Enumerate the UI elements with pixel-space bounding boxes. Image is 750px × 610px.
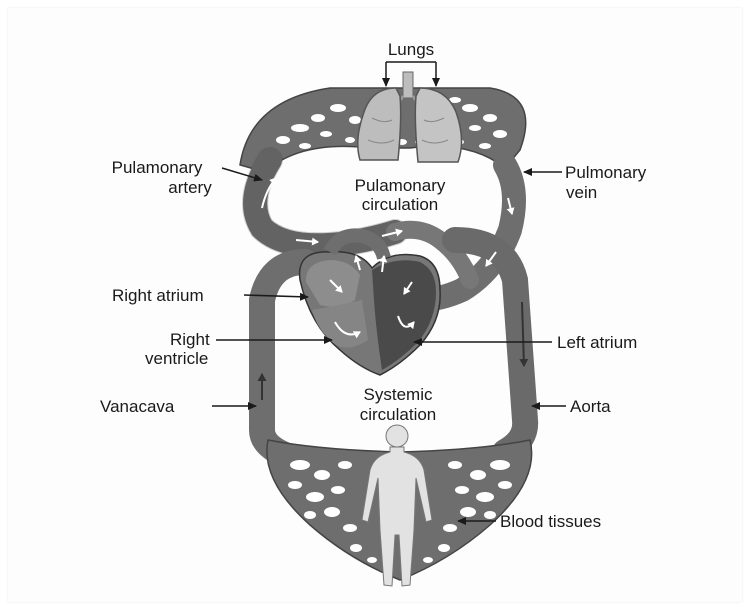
right-atrium-label: Right atrium [112, 286, 204, 305]
pulmonary-circulation-label-group: Pulamonary circulation [355, 176, 446, 214]
systemic-circulation-label-group: Systemic circulation [360, 385, 437, 424]
right-ventricle-label-group: Right ventricle [145, 330, 332, 368]
pulmonary-artery-label-line2: artery [168, 178, 212, 197]
blood-tissues-label: Blood tissues [500, 512, 601, 531]
pulmonary-vein-label-line2: vein [566, 183, 597, 202]
vena-cava-label-group: Vanacava [100, 397, 256, 416]
right-ventricle-label-line2: ventricle [145, 349, 208, 368]
lungs-label: Lungs [388, 40, 434, 59]
pulmonary-circulation-label-line2: circulation [362, 195, 439, 214]
aorta-label-group: Aorta [532, 397, 611, 416]
pulmonary-circulation-label-line1: Pulamonary [355, 176, 446, 195]
left-atrium-label: Left atrium [557, 333, 637, 352]
right-ventricle-label-line1: Right [170, 330, 210, 349]
heart-illustration [300, 235, 441, 375]
pulmonary-vein-label-group: Pulmonary vein [524, 163, 647, 202]
systemic-circulation-label-line2: circulation [360, 405, 437, 424]
systemic-circulation-label-line1: Systemic [364, 385, 433, 404]
aorta-label: Aorta [570, 397, 611, 416]
pulmonary-artery-label-line1: Pulamonary [112, 158, 203, 177]
vena-cava-label: Vanacava [100, 397, 175, 416]
pulmonary-vein-label-line1: Pulmonary [565, 163, 647, 182]
